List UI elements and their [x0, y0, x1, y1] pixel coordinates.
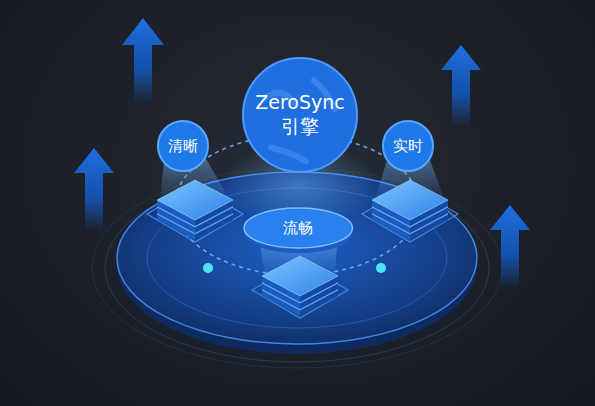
server-stack	[252, 256, 348, 318]
feature-disc: 流畅	[243, 207, 353, 249]
node-label: 清晰	[163, 137, 203, 156]
node-label: ZeroSync 引擎	[252, 91, 348, 139]
server-stack	[362, 180, 458, 242]
engine-globe: ZeroSync 引擎	[242, 57, 358, 173]
server-stack	[147, 180, 243, 242]
feature-bubble: 实时	[382, 120, 434, 172]
feature-bubble: 清晰	[157, 120, 209, 172]
node-label: 实时	[388, 137, 428, 156]
node-label: 流畅	[258, 219, 338, 238]
